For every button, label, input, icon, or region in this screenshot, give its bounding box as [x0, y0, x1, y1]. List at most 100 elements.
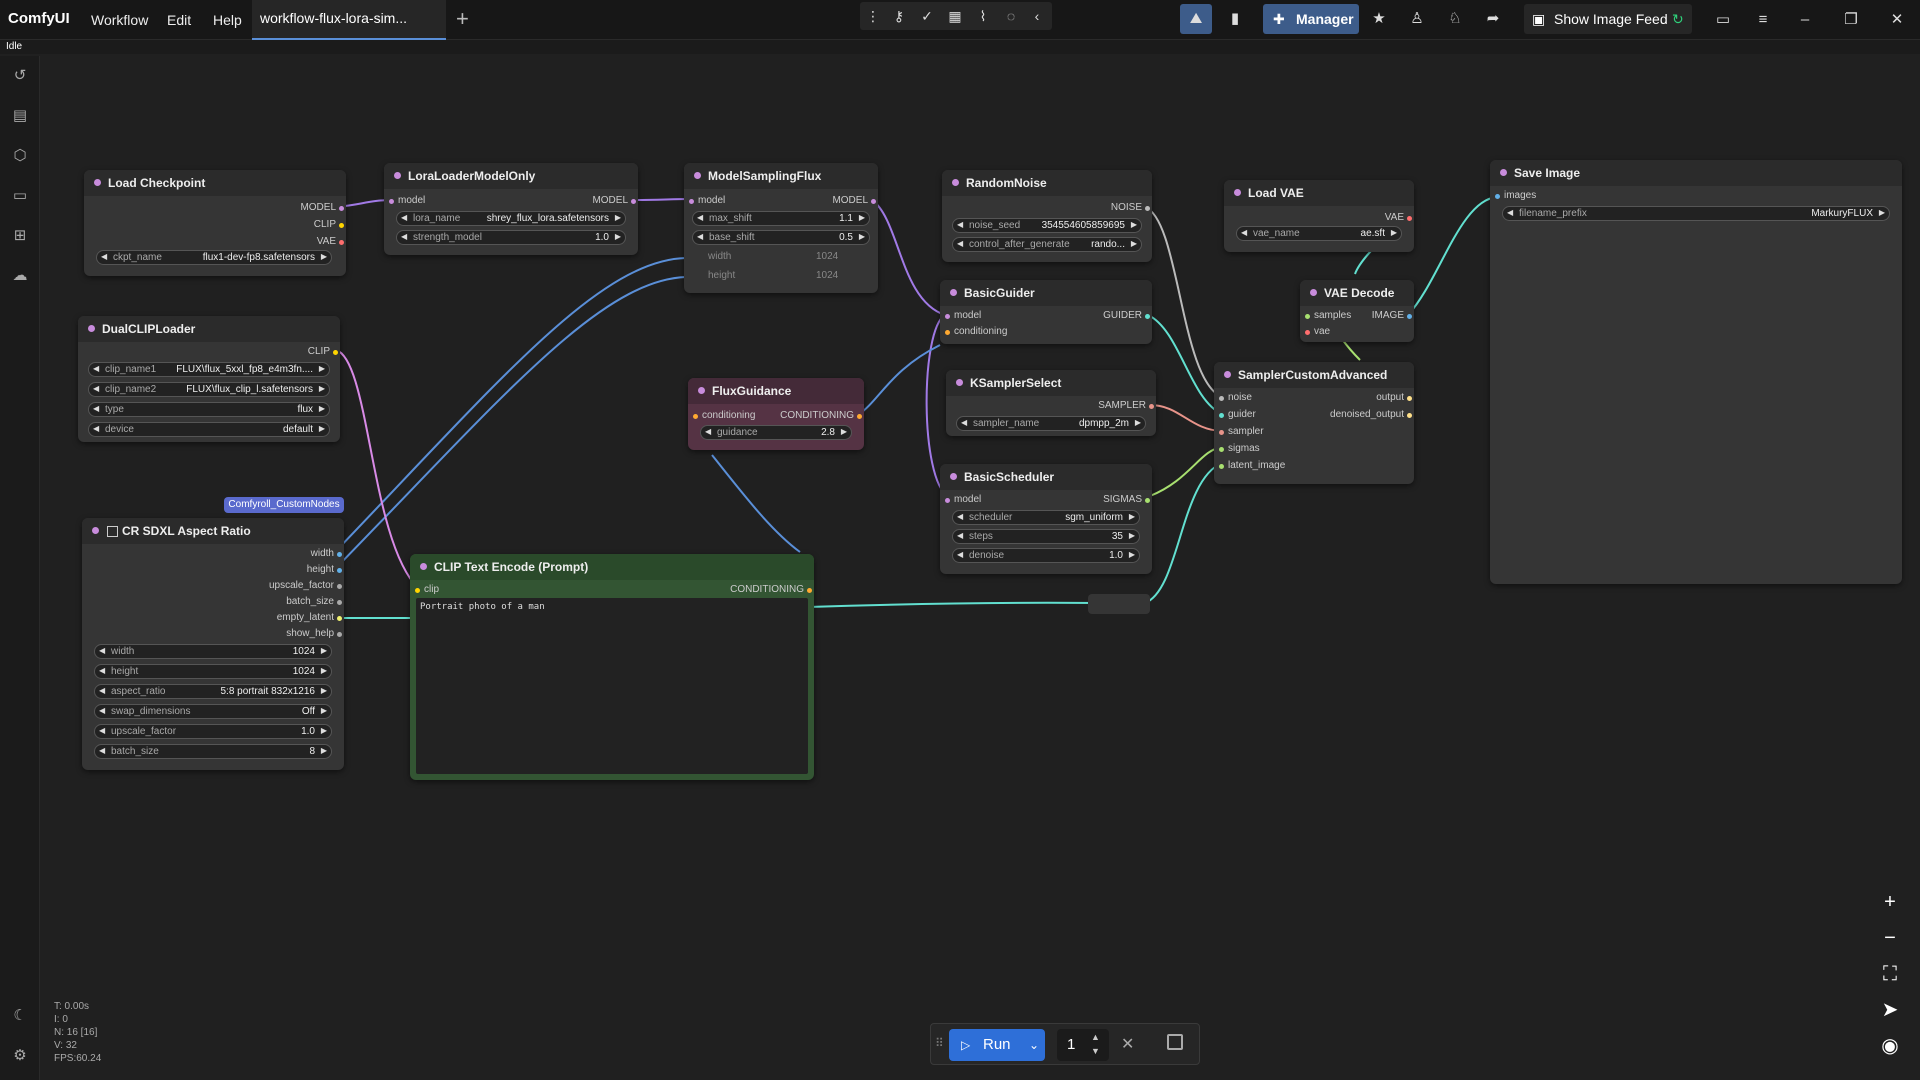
key-icon[interactable]: ⚷ [893, 8, 905, 24]
input-samples[interactable]: samples [1304, 310, 1352, 321]
star-icon[interactable]: ★ [1372, 10, 1386, 27]
width-input-label[interactable]: width [708, 251, 732, 262]
bookmark-icon[interactable]: ▮ [1230, 10, 1240, 27]
comfy-logo-icon[interactable]: ⛰ [1180, 4, 1212, 34]
node-basic-guider[interactable]: BasicGuider model conditioning GUIDER [940, 280, 1152, 344]
node-title-bar[interactable]: CR SDXL Aspect Ratio [82, 518, 344, 544]
output-clip[interactable]: CLIP [307, 346, 339, 357]
increment-icon[interactable]: ▲ [1091, 1032, 1100, 1042]
output-upscale-factor[interactable]: upscale_factor [268, 580, 343, 591]
bypass-checkbox[interactable] [107, 526, 118, 537]
stop-queue-icon[interactable] [1167, 1034, 1183, 1050]
run-button[interactable]: ▷ Run ⌄ [949, 1029, 1045, 1061]
input-model[interactable]: model [388, 195, 426, 206]
output-guider[interactable]: GUIDER [1103, 310, 1150, 321]
decrement-icon[interactable]: ▼ [1091, 1046, 1100, 1056]
output-output[interactable]: output [1376, 392, 1412, 403]
input-guider[interactable]: guider [1219, 409, 1256, 420]
output-conditioning[interactable]: CONDITIONING [730, 584, 812, 595]
toggle-links-eye-icon[interactable]: ◉ [1881, 1035, 1899, 1057]
node-title-bar[interactable]: Load VAE [1224, 180, 1414, 206]
input-noise[interactable]: noise [1219, 392, 1252, 403]
output-denoised[interactable]: denoised_output [1330, 409, 1412, 420]
node-title-bar[interactable]: DualCLIPLoader [78, 316, 340, 342]
folder-icon[interactable]: ▭ [12, 187, 28, 204]
input-model[interactable]: model [944, 494, 982, 505]
input-model[interactable]: model [688, 195, 726, 206]
input-conditioning[interactable]: conditioning [692, 410, 756, 421]
node-title-bar[interactable]: Load Checkpoint [84, 170, 346, 196]
node-ksampler-select[interactable]: KSamplerSelect SAMPLER sampler_namedpmpp… [946, 370, 1156, 436]
maximize-icon[interactable]: ❐ [1844, 11, 1858, 28]
input-sampler[interactable]: sampler [1219, 426, 1264, 437]
fit-view-icon[interactable]: ⛶ [1883, 963, 1897, 985]
output-noise[interactable]: NOISE [1110, 202, 1151, 213]
node-library-icon[interactable]: ⊞ [13, 227, 27, 244]
input-vae[interactable]: vae [1304, 326, 1331, 337]
hamburger-icon[interactable]: ≡ [1758, 11, 1768, 28]
node-lora-loader[interactable]: LoraLoaderModelOnly model MODEL lora_nam… [384, 163, 638, 255]
output-empty-latent[interactable]: empty_latent [276, 612, 343, 623]
node-cr-sdxl-aspect-ratio[interactable]: CR SDXL Aspect Ratio width height upscal… [82, 518, 344, 770]
node-title-bar[interactable]: SamplerCustomAdvanced [1214, 362, 1414, 388]
output-clip[interactable]: CLIP [313, 219, 345, 230]
settings-gear-icon[interactable]: ⚙ [13, 1047, 27, 1064]
control-after-generate-widget[interactable]: control_after_generaterando... [952, 237, 1142, 252]
input-latent-image[interactable]: latent_image [1218, 460, 1286, 471]
chevron-left-icon[interactable]: ‹ [1034, 8, 1040, 24]
output-height[interactable]: height [306, 564, 343, 575]
node-basic-scheduler[interactable]: BasicScheduler model SIGMAS schedulersgm… [940, 464, 1152, 574]
node-title-bar[interactable]: FluxGuidance [688, 378, 864, 404]
node-title-bar[interactable]: LoraLoaderModelOnly [384, 163, 638, 189]
more-icon[interactable]: ⋮ [866, 8, 880, 24]
node-clip-text-encode[interactable]: CLIP Text Encode (Prompt) clip CONDITION… [410, 554, 814, 780]
node-title-bar[interactable]: KSamplerSelect [946, 370, 1156, 396]
queue-icon[interactable]: ▤ [12, 107, 28, 124]
github-icon[interactable]: ◌ [1006, 8, 1016, 24]
input-images[interactable]: images [1494, 190, 1537, 201]
zoom-in-icon[interactable]: + [1884, 891, 1896, 913]
output-sigmas[interactable]: SIGMAS [1103, 494, 1150, 505]
input-sigmas[interactable]: sigmas [1219, 443, 1260, 454]
manager-button[interactable]: ✚ Manager [1263, 4, 1359, 34]
share-icon[interactable]: ➦ [1486, 10, 1500, 27]
node-dual-clip-loader[interactable]: DualCLIPLoader CLIP clip_name1FLUX\flux_… [78, 316, 340, 442]
menu-help[interactable]: Help [213, 12, 242, 28]
menu-workflow[interactable]: Workflow [91, 12, 149, 28]
chart-icon[interactable]: ⌇ [979, 8, 987, 24]
check-circle-icon[interactable]: ✓ [921, 8, 933, 24]
show-image-feed-button[interactable]: ▣ Show Image Feed ↻ [1524, 4, 1692, 34]
node-title-bar[interactable]: Save Image [1490, 160, 1902, 186]
height-input-label[interactable]: height [708, 270, 736, 281]
table-icon[interactable]: ▦ [948, 8, 962, 24]
node-sampler-custom-advanced[interactable]: SamplerCustomAdvanced noise guider sampl… [1214, 362, 1414, 484]
output-vae[interactable]: VAE [316, 236, 345, 247]
prompt-textarea[interactable]: Portrait photo of a man [416, 598, 808, 774]
menu-edit[interactable]: Edit [167, 12, 192, 28]
node-title-bar[interactable]: ModelSamplingFlux [684, 163, 878, 189]
output-show-help[interactable]: show_help [286, 628, 342, 639]
reroute-node[interactable] [1088, 594, 1150, 614]
model-library-icon[interactable]: ⬡ [13, 147, 27, 164]
cancel-icon[interactable]: ✕ [1121, 1036, 1135, 1053]
